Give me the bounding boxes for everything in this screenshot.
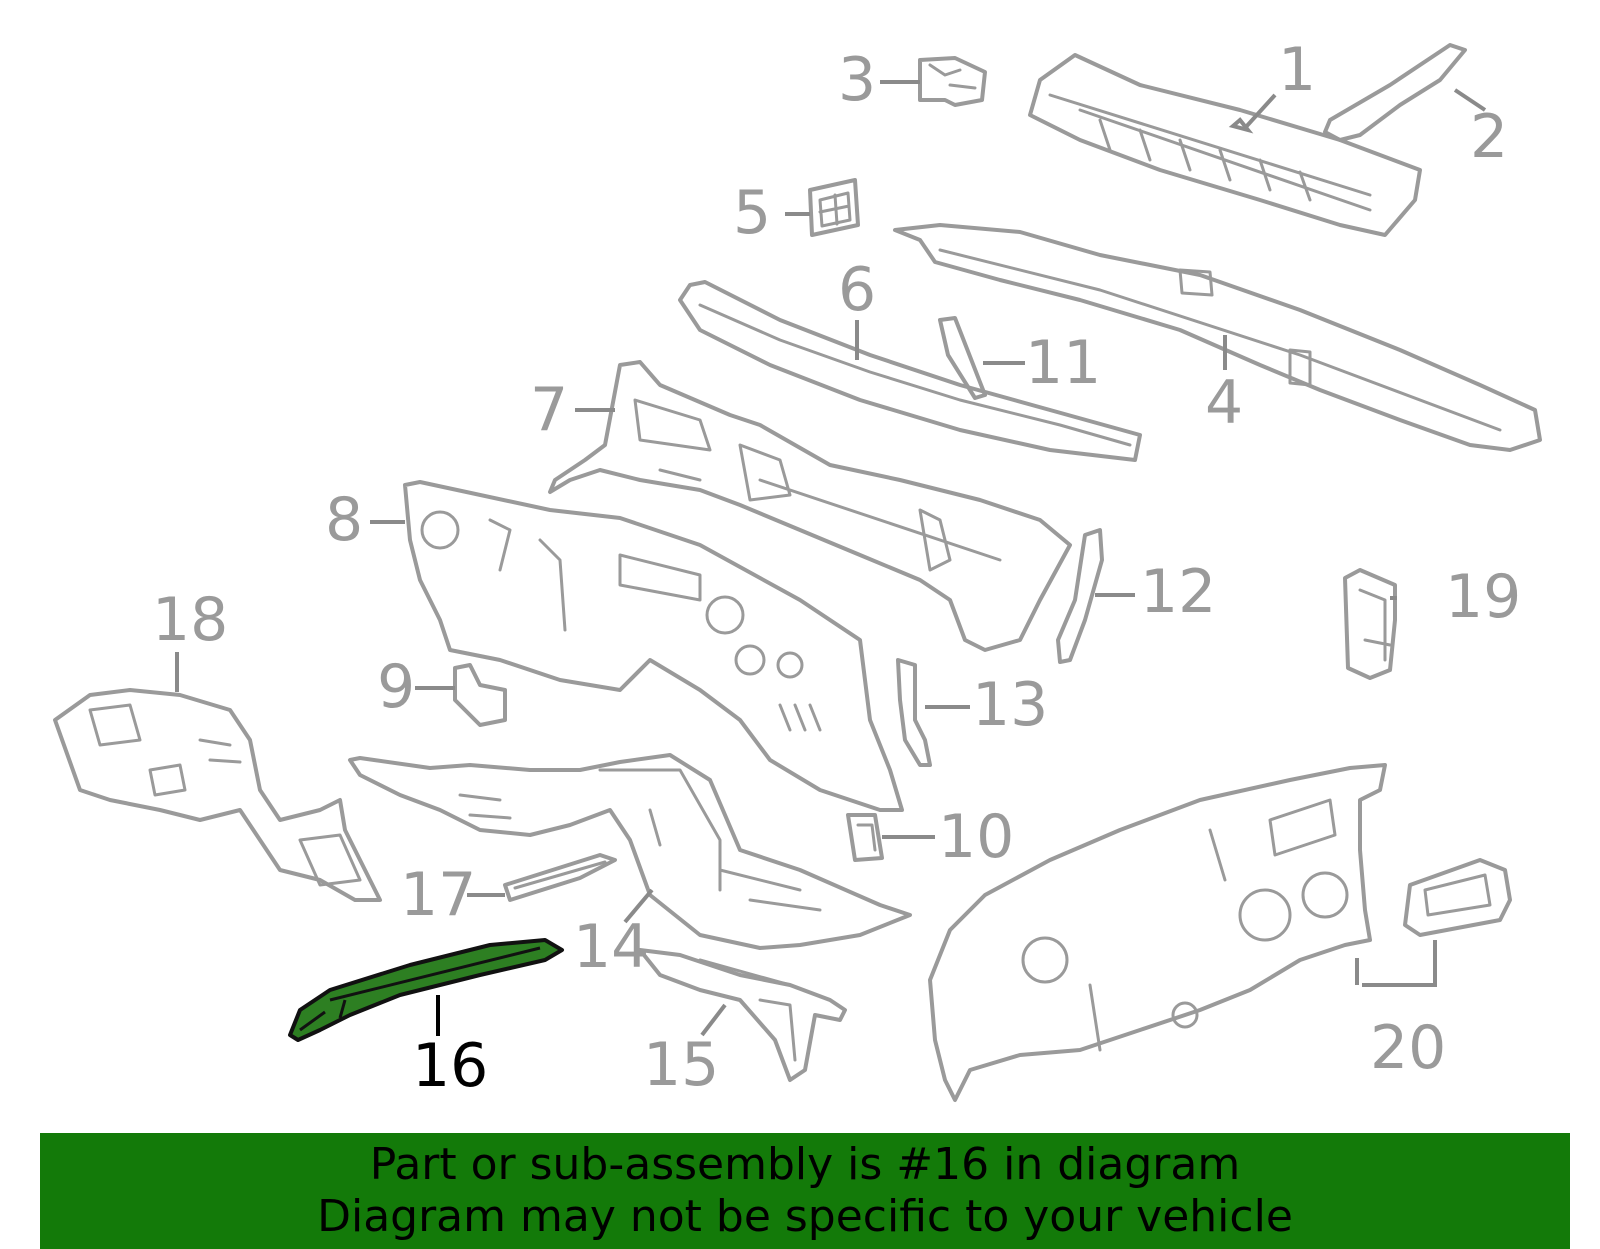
callout-7: 7 [530, 375, 568, 445]
callout-3: 3 [838, 45, 876, 115]
callout-19: 19 [1445, 562, 1521, 632]
banner-line-1: Part or sub-assembly is #16 in diagram [369, 1139, 1241, 1190]
part-7-plenum [548, 360, 1072, 652]
info-banner: Part or sub-assembly is #16 in diagram D… [40, 1133, 1570, 1249]
part-14-floor-pan [348, 753, 912, 950]
part-20b-cover [1403, 858, 1512, 937]
callout-1: 1 [1278, 35, 1316, 105]
part-6-upper-bar [678, 280, 1142, 462]
callout-labels: 1 2 3 4 5 6 7 8 9 10 11 12 13 14 15 16 1… [152, 35, 1521, 1101]
part-13-reinforcement [896, 658, 932, 767]
part-12-bracket [1056, 528, 1104, 664]
callout-11: 11 [1025, 328, 1101, 398]
part-2-grille-extension [1323, 43, 1467, 142]
callout-14: 14 [573, 912, 649, 982]
callout-6: 6 [838, 255, 876, 325]
banner-line-2: Diagram may not be specific to your vehi… [317, 1191, 1293, 1242]
callout-5: 5 [733, 178, 771, 248]
part-18-side-structure [53, 688, 382, 902]
part-3-bracket [918, 56, 987, 107]
part-16-highlighted [288, 938, 564, 1042]
callout-20: 20 [1370, 1013, 1446, 1083]
callout-9: 9 [377, 652, 415, 722]
part-11-bracket [938, 316, 987, 400]
part-4-cowl-panel [893, 223, 1542, 452]
part-17-bracket [503, 853, 617, 902]
parts-diagram: 1 2 3 4 5 6 7 8 9 10 11 12 13 14 15 16 1… [53, 35, 1542, 1102]
part-8-dash-panel [403, 480, 904, 812]
callout-17: 17 [400, 860, 476, 930]
part-9-bracket [453, 663, 507, 727]
callout-15: 15 [643, 1030, 719, 1100]
part-1-cowl-grille [1028, 53, 1422, 237]
callout-13: 13 [972, 670, 1048, 740]
callout-16-highlighted: 16 [412, 1031, 488, 1101]
callout-10: 10 [938, 802, 1014, 872]
part-15-support [638, 948, 847, 1082]
part-5-grommet [808, 178, 860, 237]
callout-4: 4 [1205, 368, 1243, 438]
callout-8: 8 [325, 485, 363, 555]
callout-18: 18 [152, 585, 228, 655]
part-10-clip [846, 813, 884, 862]
part-19-bracket [1343, 568, 1397, 680]
leader-lines [175, 80, 1487, 1037]
part-20-lower-dash [928, 763, 1387, 1102]
callout-2: 2 [1470, 102, 1508, 172]
callout-12: 12 [1140, 557, 1216, 627]
